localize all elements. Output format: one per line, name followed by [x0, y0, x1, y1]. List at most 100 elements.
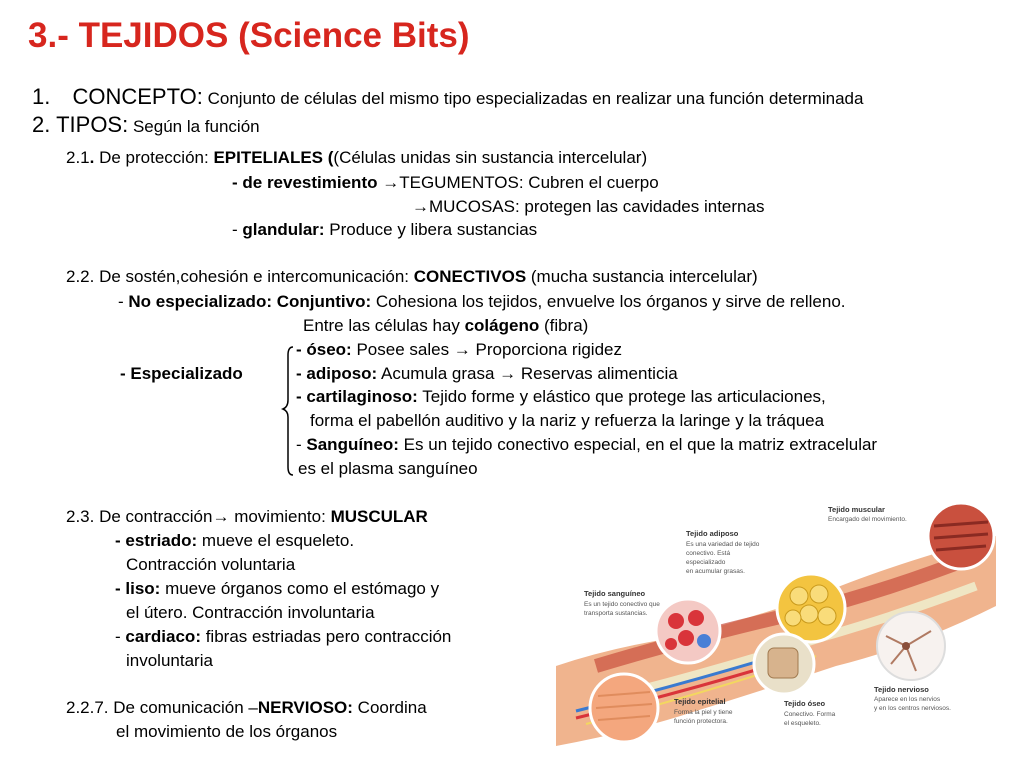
p21-type: EPITELIALES (: [213, 148, 334, 167]
p23-liso-2: el útero. Contracción involuntaria: [126, 603, 375, 623]
rev-label: - de revestimiento: [232, 173, 383, 192]
sanguineo-desc-1: Es un tejido conectivo que: [584, 601, 660, 608]
oseo-title: Tejido óseo: [784, 699, 826, 708]
sanguineo-title: Tejido sanguíneo: [584, 589, 646, 598]
p22-adiposo: - adiposo: Acumula grasa → Reservas alim…: [296, 364, 678, 384]
p22-especializado: - Especializado: [120, 364, 243, 384]
p22-type: CONECTIVOS: [413, 267, 527, 286]
fat-cell: [809, 584, 829, 604]
epitelial-desc-1: Forma la piel y tiene: [674, 709, 733, 716]
section-number: 2: [32, 112, 45, 137]
p21-mucosas: →MUCOSAS: protegen las cavidades interna…: [412, 197, 764, 217]
p23-cardiaco-2: involuntaria: [126, 651, 213, 671]
gl-text: Produce y libera sustancias: [324, 220, 538, 239]
p21-revestimiento: - de revestimiento →TEGUMENTOS: Cubren e…: [232, 173, 659, 193]
red-cell: [668, 613, 684, 629]
ca-text: Tejido forme y elástico que protege las …: [417, 387, 826, 406]
epithelial-circle: [588, 672, 660, 744]
li-label: - liso:: [115, 579, 161, 598]
colon: :: [196, 84, 203, 109]
p227-heading: 2.2.7. De comunicación –NERVIOSO: Coordi…: [66, 698, 427, 718]
p23-estriado: - estriado: mueve el esqueleto.: [115, 531, 354, 551]
nerve-circle: [876, 611, 946, 681]
ca-text: fibras estriadas pero contracción: [200, 627, 452, 646]
arrow-right-icon: →: [212, 507, 230, 526]
neuron-body: [902, 642, 910, 650]
dash: -: [296, 435, 307, 454]
p23-mid: movimiento:: [229, 507, 331, 526]
section-concepto: 1. CONCEPTO: Conjunto de células del mis…: [32, 84, 863, 110]
arrow-right-icon: →: [412, 197, 429, 216]
ca-text2: involuntaria: [126, 651, 213, 670]
ca-label: - cartilaginoso:: [296, 387, 418, 406]
p21-desc: (Células unidas sin sustancia intercelul…: [333, 148, 648, 167]
tissue-illustration: Tejido muscular Encargado del movimiento…: [556, 501, 996, 746]
rev-text: TEGUMENTOS: Cubren el cuerpo: [399, 173, 659, 192]
ne-text: Cohesiona los tejidos, envuelve los órga…: [371, 292, 846, 311]
p22-desc: (mucha sustancia intercelular): [526, 267, 758, 286]
p21-label: De protección:: [94, 148, 214, 167]
p21-glandular: - glandular: Produce y libera sustancias: [232, 220, 537, 240]
ne-label: No especializado: Conjuntivo:: [128, 292, 372, 311]
arrow-right-icon: →: [499, 364, 517, 383]
ca-text2: forma el pabellón auditivo y la nariz y …: [310, 411, 825, 430]
p22-cartilaginoso-2: forma el pabellón auditivo y la nariz y …: [310, 411, 824, 431]
muscle-fibers: [933, 520, 989, 552]
ca-label: cardiaco:: [125, 627, 201, 646]
p22-no-especializado: - No especializado: Conjuntivo: Cohesion…: [118, 292, 846, 312]
p227-text2: el movimiento de los órganos: [116, 722, 338, 741]
p22-cartilaginoso: - cartilaginoso: Tejido forme y elástico…: [296, 387, 826, 407]
muscular-title: Tejido muscular: [828, 505, 885, 514]
red-cell: [688, 610, 704, 626]
col-bold: colágeno: [464, 316, 540, 335]
os-text2: Proporciona rigidez: [470, 340, 622, 359]
es-label: - estriado:: [115, 531, 198, 550]
p22-sanguineo: - Sanguíneo: Es un tejido conectivo espe…: [296, 435, 877, 455]
sa-label: Sanguíneo:: [306, 435, 399, 454]
epitelial-title: Tejido epitelial: [674, 697, 726, 706]
nervioso-desc-2: y en los centros nerviosos.: [874, 705, 951, 712]
os-label: - óseo:: [296, 340, 352, 359]
ad-text2: Reservas alimenticia: [516, 364, 678, 383]
adiposo-desc-1: Es una variedad de tejido: [686, 541, 760, 548]
white-cell: [697, 634, 711, 648]
p22-label: 2.2. De sostén,cohesión e intercomunicac…: [66, 267, 414, 286]
p227-type: NERVIOSO:: [257, 698, 353, 717]
ad-label: - adiposo:: [296, 364, 378, 383]
fat-cell: [784, 609, 802, 627]
nervioso-title: Tejido nervioso: [874, 685, 929, 694]
oseo-desc-2: el esqueleto.: [784, 720, 821, 727]
dash: -: [232, 220, 243, 239]
arrow-right-icon: →: [382, 173, 400, 192]
colon: :: [122, 112, 129, 137]
fat-cell: [789, 586, 809, 606]
adiposo-desc-3: especializado: [686, 559, 726, 566]
ad-text: Acumula grasa: [377, 364, 500, 383]
dot: .: [89, 148, 95, 167]
es-text2: Contracción voluntaria: [126, 555, 296, 574]
oseo-desc-1: Conectivo. Forma: [784, 711, 836, 718]
nervioso-desc-1: Aparece en los nervios: [874, 696, 941, 703]
fat-cell: [817, 606, 837, 626]
p21-number: 2.1: [66, 148, 90, 167]
col-pre: Entre las células hay: [303, 316, 465, 335]
p23-type: MUSCULAR: [330, 507, 428, 526]
epitelial-desc-2: función protectora.: [674, 718, 728, 725]
p22-colageno: Entre las células hay colágeno (fibra): [303, 316, 588, 336]
esp-label: - Especializado: [120, 364, 243, 383]
os-text: Posee sales: [351, 340, 454, 359]
li-text: mueve órganos como el estómago y: [160, 579, 440, 598]
p22-heading: 2.2. De sostén,cohesión e intercomunicac…: [66, 267, 758, 287]
red-cell: [678, 630, 694, 646]
sa-text: Es un tejido conectivo especial, en el q…: [398, 435, 878, 454]
fat-cell: [799, 604, 819, 624]
bone-structure: [767, 647, 799, 679]
title-sub: (Science Bits): [238, 16, 470, 55]
tipos-label: TIPOS: [50, 112, 123, 137]
tipos-text: Según la función: [128, 117, 260, 136]
li-text2: el útero. Contracción involuntaria: [126, 603, 375, 622]
p23-estriado-2: Contracción voluntaria: [126, 555, 295, 575]
col-post: (fibra): [539, 316, 589, 335]
p22-oseo: - óseo: Posee sales → Proporciona rigide…: [296, 340, 622, 360]
es-text: mueve el esqueleto.: [197, 531, 355, 550]
